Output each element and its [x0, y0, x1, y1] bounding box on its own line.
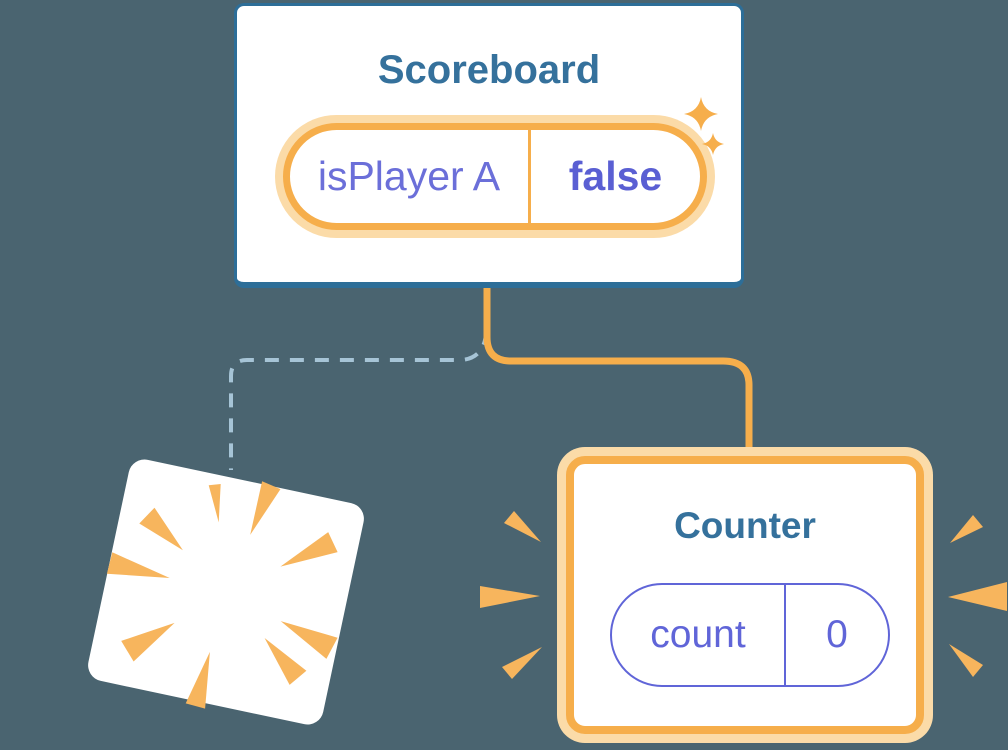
pill-divider [528, 130, 531, 223]
scoreboard-title: Scoreboard [377, 48, 601, 92]
state-name: count [650, 613, 746, 656]
counter-title: Counter [674, 505, 816, 546]
destroyed-component-card [85, 456, 367, 728]
state-name: isPlayer A [317, 153, 501, 199]
counter-card: Counter count 0 [557, 447, 933, 743]
scoreboard-state-pill-inner: isPlayer A false [283, 123, 707, 230]
connector-active-line [483, 283, 753, 458]
connector-destroyed-dashed-line [229, 330, 488, 470]
state-value: 0 [826, 613, 848, 656]
state-value: false [568, 153, 663, 199]
pill-divider [784, 585, 786, 685]
counter-state-pill: count 0 [610, 583, 890, 687]
scoreboard-state-pill: isPlayer A false [275, 115, 715, 238]
scoreboard-card: Scoreboard isPlayer A false [234, 3, 744, 288]
